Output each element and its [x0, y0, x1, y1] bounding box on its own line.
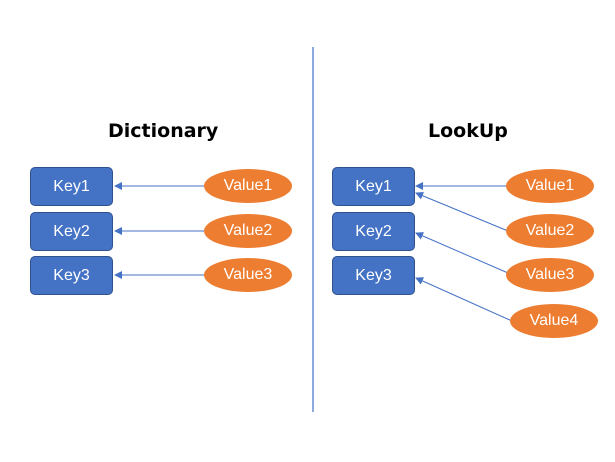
lookup-value-2: Value2: [506, 214, 594, 248]
dictionary-key-2: Key2: [30, 212, 113, 251]
lookup-value-1: Value1: [506, 169, 594, 203]
lookup-arrow-value4-to-key3: [415, 277, 513, 322]
lookup-title: LookUp: [428, 120, 508, 142]
dictionary-value-1: Value1: [204, 169, 292, 203]
lookup-arrow-value2-to-key1: [415, 191, 509, 232]
dictionary-title: Dictionary: [108, 120, 219, 142]
lookup-value-3: Value3: [506, 258, 594, 292]
lookup-arrow-value3-to-key2: [415, 232, 509, 274]
dictionary-value-2: Value2: [204, 214, 292, 248]
dictionary-key-1: Key1: [30, 167, 113, 206]
lookup-key-2: Key2: [332, 212, 415, 251]
lookup-value-4: Value4: [510, 304, 598, 338]
dictionary-value-3: Value3: [204, 258, 292, 292]
lookup-key-1: Key1: [332, 167, 415, 206]
dictionary-key-3: Key3: [30, 256, 113, 295]
lookup-key-3: Key3: [332, 256, 415, 295]
